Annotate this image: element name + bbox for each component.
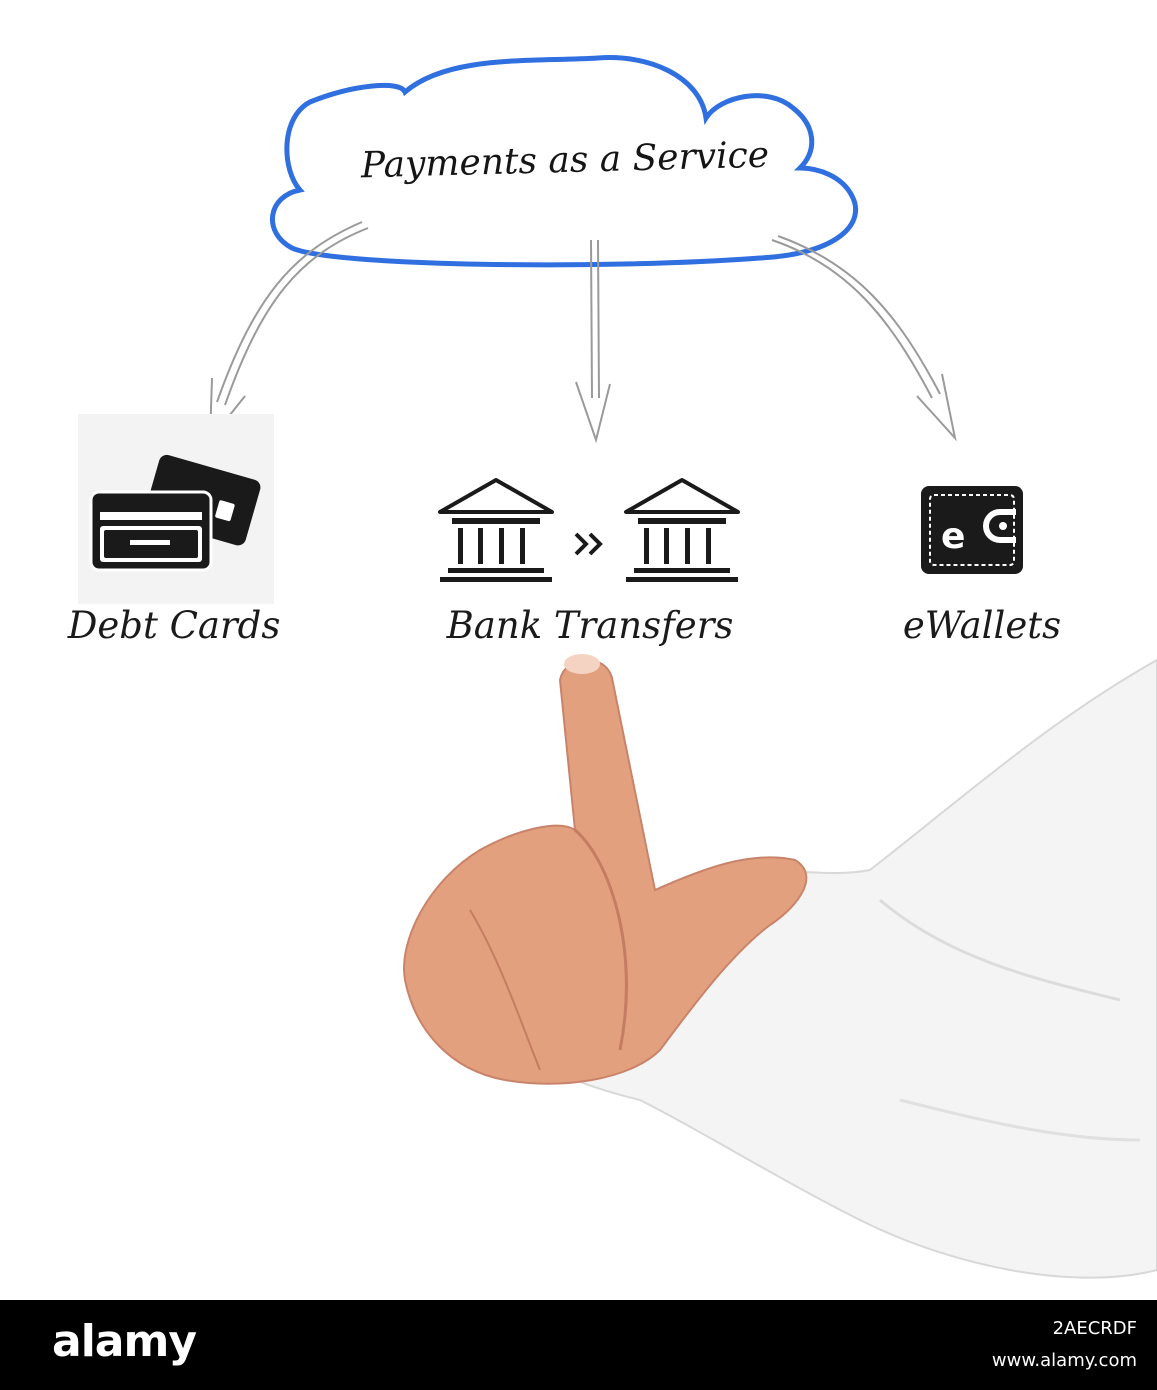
alamy-logo: alamy bbox=[52, 1316, 197, 1367]
site-url: www.alamy.com bbox=[991, 1350, 1137, 1371]
bank-transfer-icon bbox=[438, 478, 740, 582]
bank-transfers-label: Bank Transfers bbox=[446, 604, 734, 647]
debt-cards-label: Debt Cards bbox=[67, 604, 281, 647]
credit-cards-icon bbox=[78, 414, 274, 604]
double-chevron-right-icon bbox=[574, 532, 603, 556]
ewallets-label: eWallets bbox=[902, 604, 1062, 647]
ewallet-icon: e bbox=[921, 486, 1023, 574]
cloud-outline bbox=[269, 55, 859, 268]
arrow-right bbox=[771, 235, 957, 442]
diagram-graphics: e bbox=[78, 55, 1157, 1279]
diagram-stage: e Payments as a Service Debt Cards Bank … bbox=[67, 55, 1157, 1279]
bank-left-icon bbox=[438, 478, 554, 582]
image-id: 2AECRDF bbox=[1052, 1318, 1137, 1339]
bank-right-icon bbox=[624, 478, 740, 582]
arrow-left bbox=[208, 221, 369, 443]
watermark-footer: alamy 2AECRDF www.alamy.com bbox=[0, 1300, 1157, 1390]
arrow-center bbox=[575, 239, 611, 444]
pointing-hand-image bbox=[403, 654, 1157, 1279]
ewallet-glyph: e bbox=[941, 516, 965, 557]
